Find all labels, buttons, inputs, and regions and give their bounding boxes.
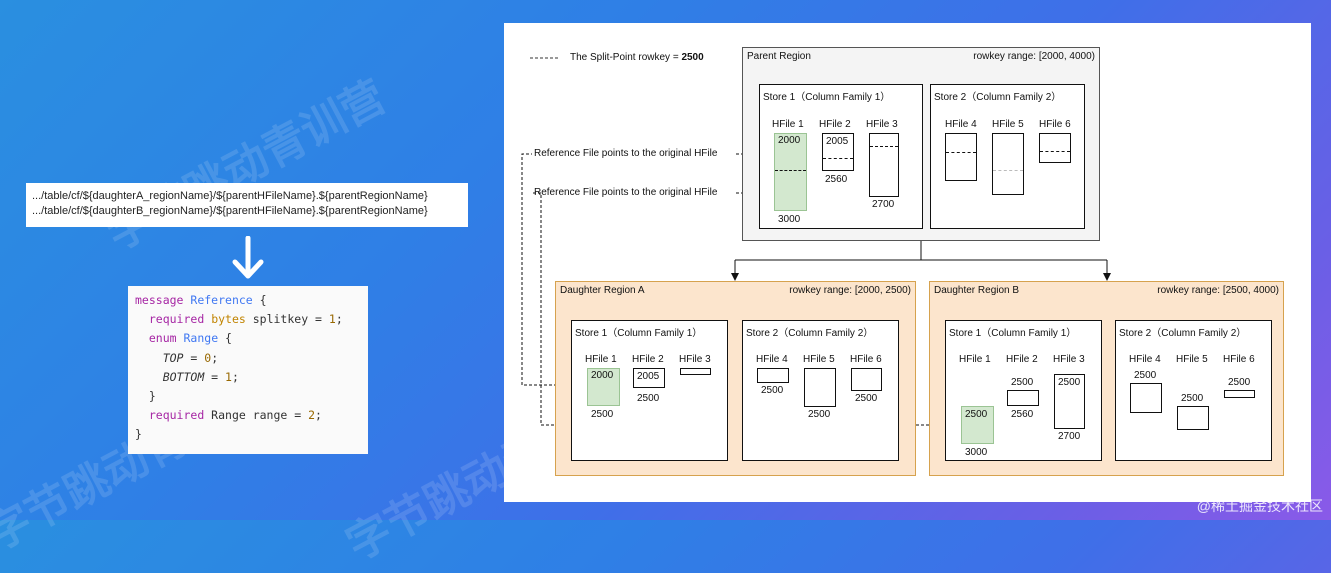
daughter-b-range: rowkey range: [2500, 4000) — [1157, 285, 1279, 296]
rowkey-value: 2500 — [1228, 377, 1251, 388]
store-title: Store 2（Column Family 2） — [746, 328, 874, 339]
hfile-block — [869, 133, 899, 197]
hfile-label: HFile 3 — [679, 354, 711, 365]
rowkey-value: 2700 — [1058, 431, 1081, 442]
hfile-block — [822, 133, 854, 171]
parent-region: Parent Region rowkey range: [2000, 4000)… — [742, 47, 1100, 241]
code-line: } — [135, 427, 142, 442]
hfile-block — [804, 368, 836, 407]
code-line: BOTTOM = 1; — [162, 369, 239, 384]
rowkey-value: 2500 — [637, 393, 660, 404]
parent-region-range: rowkey range: [2000, 4000) — [973, 51, 1095, 62]
daughter-b-title: Daughter Region B — [934, 285, 1020, 296]
hfile-label: HFile 6 — [1223, 354, 1255, 365]
hfile-block — [1177, 406, 1209, 430]
rowkey-value: 2000 — [778, 135, 801, 146]
rowkey-value: 2500 — [808, 409, 831, 420]
hfile-label: HFile 5 — [992, 119, 1024, 130]
rowkey-value: 3000 — [965, 447, 988, 458]
daughter-region-a: Daughter Region A rowkey range: [2000, 2… — [555, 281, 916, 476]
hfile-label: HFile 1 — [772, 119, 804, 130]
hfile-block — [774, 133, 807, 211]
daughter-a-store-1: Store 1（Column Family 1） HFile 1 HFile 2… — [571, 320, 728, 461]
path-line-a: .../table/cf/${daughterA_regionName}/${p… — [32, 190, 428, 202]
rowkey-value: 2000 — [591, 370, 614, 381]
hfile-label: HFile 4 — [945, 119, 977, 130]
daughter-a-store-2: Store 2（Column Family 2） HFile 4 HFile 5… — [742, 320, 899, 461]
hfile-block — [633, 368, 665, 388]
hfile-block — [992, 133, 1024, 195]
arrow-down-icon — [232, 236, 264, 279]
parent-region-title: Parent Region — [747, 51, 811, 62]
rowkey-value: 2700 — [872, 199, 895, 210]
hfile-label: HFile 2 — [1006, 354, 1038, 365]
region-split-diagram: The Split-Point rowkey = 2500 Reference … — [504, 23, 1311, 502]
hfile-block — [1007, 390, 1039, 406]
hfile-block — [1224, 390, 1255, 398]
rowkey-value: 2500 — [591, 409, 614, 420]
rowkey-value: 2005 — [826, 136, 849, 147]
hfile-label: HFile 5 — [803, 354, 835, 365]
hfile-label: HFile 6 — [1039, 119, 1071, 130]
hfile-block — [851, 368, 882, 391]
source-credit: @稀土掘金技术社区 — [1196, 498, 1323, 514]
code-line: } — [148, 389, 156, 404]
split-point-legend: The Split-Point rowkey = 2500 — [570, 52, 704, 63]
hfile-label: HFile 1 — [585, 354, 617, 365]
rowkey-value: 2005 — [637, 371, 660, 382]
hfile-label: HFile 4 — [1129, 354, 1161, 365]
rowkey-value: 2560 — [825, 174, 848, 185]
reference-label-b: Reference File points to the original HF… — [534, 187, 718, 198]
hfile-label: HFile 3 — [866, 119, 898, 130]
hfile-block — [757, 368, 789, 383]
hfile-label: HFile 2 — [632, 354, 664, 365]
rowkey-value: 2500 — [1134, 370, 1157, 381]
hfile-block — [945, 133, 977, 181]
code-line: required bytes splitkey = 1; — [148, 312, 343, 327]
hfile-block — [1054, 374, 1085, 429]
rowkey-value: 2500 — [1181, 393, 1204, 404]
file-path-box: .../table/cf/${daughterA_regionName}/${p… — [26, 183, 468, 227]
hfile-block — [1130, 383, 1162, 413]
rowkey-value: 2560 — [1011, 409, 1034, 420]
daughter-b-store-1: Store 1（Column Family 1） HFile 1 HFile 2… — [945, 320, 1102, 461]
watermark: 字节跳动青训营 — [98, 72, 394, 260]
rowkey-value: 2500 — [1011, 377, 1034, 388]
code-line: TOP = 0; — [162, 350, 219, 365]
parent-store-1: Store 1（Column Family 1） HFile 1 HFile 2… — [759, 84, 923, 229]
hfile-label: HFile 6 — [850, 354, 882, 365]
hfile-label: HFile 5 — [1176, 354, 1208, 365]
store-title: Store 2（Column Family 2） — [934, 92, 1062, 103]
code-line: enum Range { — [148, 331, 232, 346]
code-line: required Range range = 2; — [148, 408, 322, 423]
hfile-label: HFile 2 — [819, 119, 851, 130]
hfile-block — [961, 406, 994, 444]
hfile-label: HFile 4 — [756, 354, 788, 365]
daughter-a-title: Daughter Region A — [560, 285, 645, 296]
daughter-a-range: rowkey range: [2000, 2500) — [789, 285, 911, 296]
code-line: message Reference { — [135, 293, 267, 307]
reference-label-a: Reference File points to the original HF… — [534, 148, 718, 159]
store-title: Store 1（Column Family 1） — [949, 328, 1077, 339]
rowkey-value: 2500 — [855, 393, 878, 404]
rowkey-value: 2500 — [1058, 377, 1081, 388]
rowkey-value: 3000 — [778, 214, 801, 225]
path-line-b: .../table/cf/${daughterB_regionName}/${p… — [32, 205, 428, 217]
parent-store-2: Store 2（Column Family 2） HFile 4 HFile 5… — [930, 84, 1085, 229]
rowkey-value: 2500 — [761, 385, 784, 396]
daughter-b-store-2: Store 2（Column Family 2） HFile 4 HFile 5… — [1115, 320, 1272, 461]
hfile-label: HFile 3 — [1053, 354, 1085, 365]
hfile-block — [680, 368, 711, 375]
store-title: Store 2（Column Family 2） — [1119, 328, 1247, 339]
code-block: message Reference { required bytes split… — [128, 286, 368, 454]
hfile-label: HFile 1 — [959, 354, 991, 365]
daughter-region-b: Daughter Region B rowkey range: [2500, 4… — [929, 281, 1284, 476]
hfile-block — [587, 368, 620, 406]
hfile-block — [1039, 133, 1071, 163]
store-title: Store 1（Column Family 1） — [763, 92, 891, 103]
rowkey-value: 2500 — [965, 409, 988, 420]
store-title: Store 1（Column Family 1） — [575, 328, 703, 339]
